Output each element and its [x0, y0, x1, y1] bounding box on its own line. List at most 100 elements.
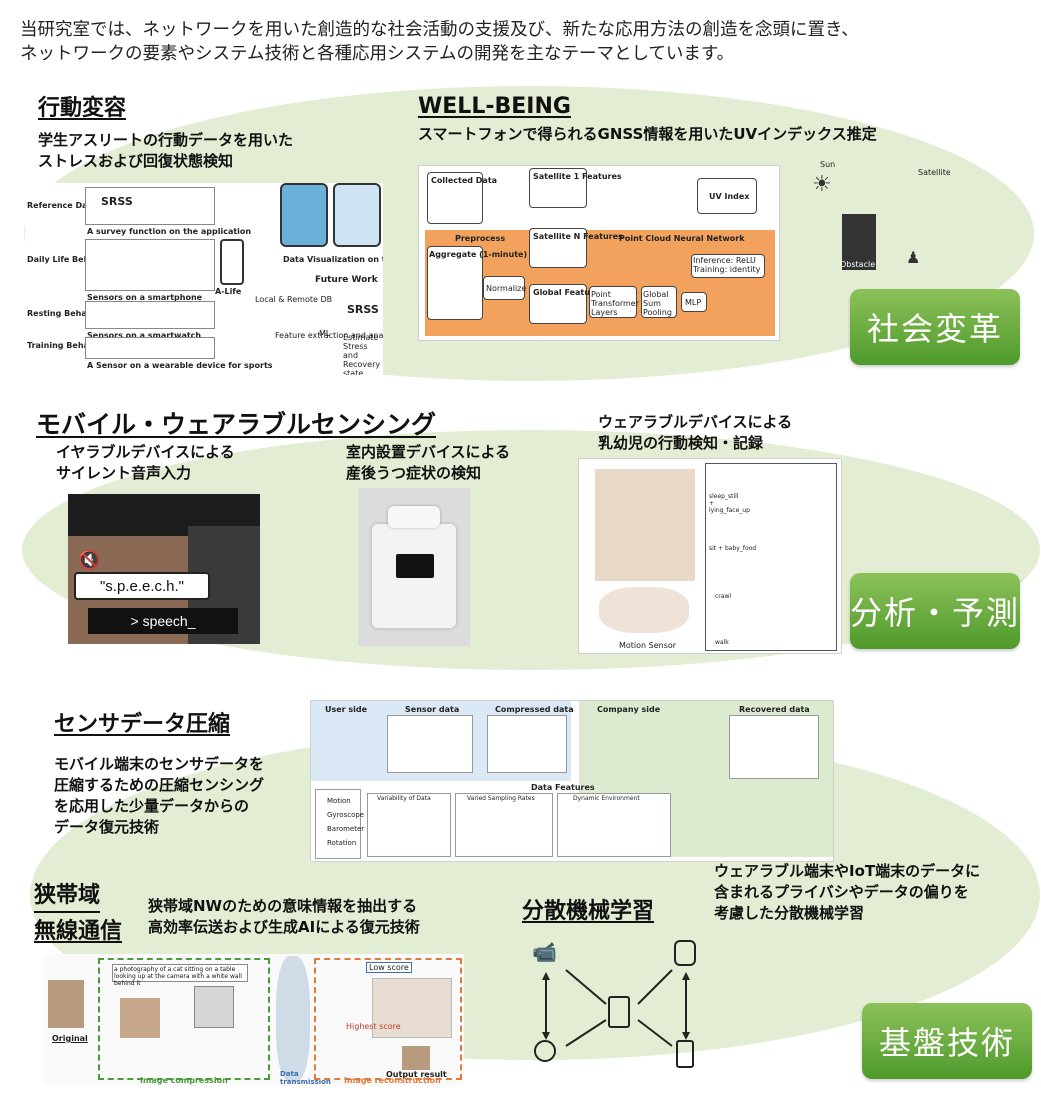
highest-score-label: Highest score: [346, 1022, 401, 1031]
transformer-label: Point Transformer Layers: [591, 290, 640, 317]
infant-doll-photo: [595, 469, 695, 581]
row-label-resting: Resting Behaviors: [27, 309, 109, 318]
satellite-n-box: [529, 228, 587, 268]
inference-box: [691, 254, 765, 278]
user-side-label: User side: [325, 705, 368, 714]
sensor-rotation: Rotation: [327, 839, 357, 847]
compressed-data-label: Compressed data: [495, 705, 574, 714]
satn-label: Satellite N Features: [533, 232, 623, 241]
speech-bubble: "s.p.e.e.c.h.": [74, 572, 210, 600]
reconstruction-area-label: Image reconstruction: [344, 1076, 441, 1085]
app-screenshot-1: [280, 183, 328, 247]
recovered-data-label: Recovered data: [739, 705, 810, 714]
activity-label-4: walk: [715, 639, 729, 646]
motion-sensor-label: Motion Sensor: [619, 641, 677, 650]
infant-figure: Motion Sensor sleep_still + lying_face_u…: [578, 458, 842, 654]
terminal-output: > speech_: [88, 608, 238, 634]
ml-label: ML: [319, 329, 331, 338]
activity-charts-panel: [705, 463, 837, 651]
global-label: Global Features: [533, 288, 605, 297]
survey-box: [85, 187, 215, 225]
app-screenshot-2: [333, 183, 381, 247]
inference-label: Inference: ReLU Training: identity: [693, 256, 761, 274]
sun-label: Sun: [820, 160, 836, 169]
device-top: [388, 506, 440, 528]
aggregate-label: Aggregate (1-minute): [429, 250, 528, 259]
mlp-label: MLP: [685, 298, 702, 307]
caption-smartwatch: Sensors on a smartwatch: [87, 331, 202, 340]
transformer-box: [589, 286, 637, 318]
phone-node-icon: [676, 1040, 694, 1068]
infant-subtitle: ウェアラブルデバイスによる 乳幼児の行動検知・記録: [598, 413, 793, 452]
recovered-chart: [729, 715, 819, 779]
original-cat-image: [48, 980, 84, 1028]
variability-panel: [367, 793, 451, 857]
obstacle-building-icon: [842, 214, 876, 270]
sensor-barometer: Barometer: [327, 825, 365, 833]
output-result-label: Output result: [386, 1070, 447, 1079]
distributed-ml-title: 分散機械学習: [522, 899, 655, 924]
pooling-label: Global Sum Pooling: [643, 290, 672, 317]
smartphone-sensors-box: [85, 239, 215, 291]
image-compression-area: [98, 958, 270, 1080]
collected-label: Collected Data: [431, 176, 498, 185]
dynamic-panel: [557, 793, 671, 857]
distributed-ml-subtitle: ウェアラブル端末やIoT端末のデータに 含まれるプライバシやデータの偏りを 考慮…: [714, 862, 981, 922]
wellbeing-title: WELL-BEING: [418, 94, 571, 119]
compressed-chart: [487, 715, 567, 773]
data-transmission-cloud: [276, 956, 310, 1082]
compression-figure: User side Company side Sensor data Compr…: [310, 700, 834, 862]
sensor-gyroscope: Gyroscope: [327, 811, 365, 819]
motion-sensor-illustration: [599, 587, 689, 633]
compression-area-label: Image compression: [140, 1076, 228, 1085]
mlp-box: [681, 292, 707, 312]
caption-smartphone: Sensors on a smartphone: [87, 293, 203, 302]
wellbeing-subtitle: スマートフォンで得られるGNSS情報を用いたUVインデックス推定: [418, 125, 877, 143]
device-screen: [396, 554, 434, 578]
srss-future-label: SRSS: [347, 303, 379, 316]
smartwatch-icon: [674, 940, 696, 966]
behavior-title: 行動変容: [38, 96, 127, 121]
feature-label: Feature extraction and analytics: [275, 331, 383, 340]
sat1-label: Satellite 1 Features: [533, 172, 622, 181]
pcnn-label: Point Cloud Neural Network: [619, 234, 745, 243]
global-features-box: [529, 284, 587, 324]
estimate-label: Estimate Stress and Recovery state: [343, 333, 381, 375]
compression-subtitle: モバイル端末のセンサデータを 圧縮するための圧縮センシング を応用した少量データ…: [54, 755, 265, 836]
composition-image: [120, 998, 160, 1038]
sun-icon: ☀: [812, 172, 832, 197]
generated-images-grid: [372, 978, 452, 1038]
satellite-1-box: [529, 168, 587, 208]
pooling-box: [641, 286, 677, 318]
satellite-label: Satellite: [918, 168, 950, 177]
narrowband-title: 狭帯域: [34, 882, 101, 913]
preprocess-label: Preprocess: [455, 234, 506, 243]
sports-device-box: [85, 337, 215, 359]
intro-text: 当研究室では、ネットワークを用いた創造的な社会活動の支援及び、新たな応用方法の創…: [20, 18, 1030, 66]
sampling-panel: [455, 793, 553, 857]
badge-social-change: 社会変革: [850, 289, 1020, 365]
caption-sports: A Sensor on a wearable device for sports: [87, 361, 273, 370]
viz-label: Data Visualization on the app: [283, 255, 383, 264]
row-label-daily: Daily Life Behaviors: [27, 255, 117, 264]
srss-label: SRSS: [101, 195, 133, 208]
uv-pipeline-figure: Collected Data Preprocess Aggregate (1-m…: [418, 165, 780, 341]
narrowband-subtitle: 狭帯域NWのための意味情報を抽出する 高効率伝送および生成AIによる復元技術: [148, 897, 420, 936]
mute-speaker-icon: 🔇: [78, 550, 101, 571]
uv-index-label: UV Index: [709, 192, 750, 201]
compression-title: センサデータ圧縮: [54, 712, 231, 737]
normalize-box: [483, 276, 525, 300]
data-features-label: Data Features: [531, 783, 595, 792]
badge-foundation-tech: 基盤技術: [862, 1003, 1032, 1079]
low-score-label: Low score: [366, 962, 412, 973]
variability-label: Variability of Data: [377, 795, 431, 802]
normalize-label: Normalize: [486, 284, 527, 293]
person-icon: ♟: [906, 248, 921, 267]
sensor-motion: Motion: [327, 797, 351, 805]
output-cat-image: [402, 1046, 430, 1070]
intro-line-1: 当研究室では、ネットワークを用いた創造的な社会活動の支援及び、新たな応用方法の創…: [20, 20, 859, 40]
company-side-label: Company side: [597, 705, 661, 714]
activity-label-1: sleep_still + lying_face_up: [709, 493, 750, 514]
activity-label-3: crawl: [715, 593, 732, 600]
intro-line-2: ネットワークの要素やシステム技術と各種応用システムの開発を主なテーマとしています…: [20, 44, 735, 64]
